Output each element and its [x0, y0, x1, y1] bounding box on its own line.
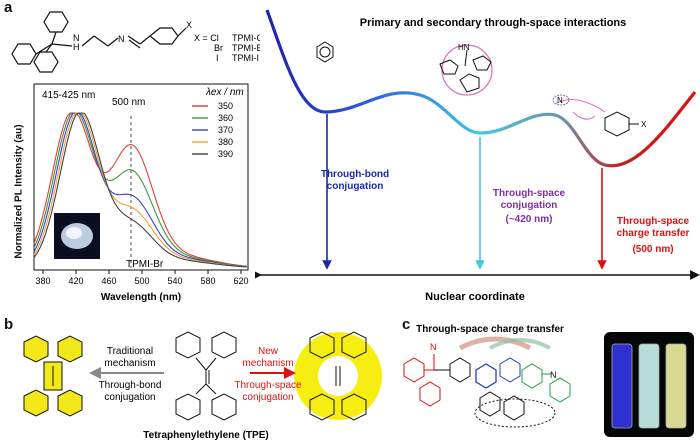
name-tpmi-i: TPMI-I	[232, 53, 259, 63]
tsct-line1: Through-space	[617, 216, 690, 227]
tsc-line3: (~420 nm)	[506, 214, 553, 225]
atom-n-imine: N	[118, 34, 125, 44]
energy-title: Primary and secondary through-space inte…	[360, 17, 627, 29]
tpe-through-bond-structure	[23, 335, 83, 417]
legend-label-390: 390	[218, 149, 233, 159]
atom-x: X	[186, 20, 192, 30]
tpe-structure	[175, 331, 237, 421]
tpe-caption: Tetraphenylethylene (TPE)	[143, 430, 268, 441]
hn-label: HN	[458, 43, 470, 52]
legend-label-360: 360	[218, 113, 233, 123]
new-line1: New	[258, 346, 279, 357]
atom-n-nitrile: N	[430, 342, 437, 352]
xtick-label-420: 420	[68, 276, 83, 286]
energy-landscape: Primary and secondary through-space inte…	[255, 9, 700, 303]
tsct-title: Through-space charge transfer	[416, 324, 564, 335]
through-bond-line2: conjugation	[104, 392, 155, 403]
x-legend-3: I	[216, 53, 219, 63]
xtick-label-620: 620	[233, 276, 248, 286]
spectrum-line-360	[33, 112, 248, 267]
x-legend-2: Br	[214, 43, 223, 53]
atom-n-amine-c: N	[550, 370, 557, 380]
spectrum-ylabel-wrap: Normalized PL Intensity (au)	[14, 98, 26, 288]
new-line2: mechanism	[242, 358, 293, 369]
legend-label-380: 380	[218, 137, 233, 147]
tbc-line1: Through-bond	[321, 169, 389, 180]
sample-label: TPMI-Br	[126, 259, 164, 270]
tbc-line2: conjugation	[327, 181, 384, 192]
spectrum-xlabel: Wavelength (nm)	[101, 292, 181, 303]
panel-b-diagram: Traditional mechanism Through-bond conju…	[23, 331, 382, 441]
peak-label: 415-425 nm	[42, 90, 95, 101]
xtick-label-540: 540	[167, 276, 182, 286]
through-bond-line1: Through-bond	[99, 380, 162, 391]
vial-1	[611, 343, 633, 429]
traditional-line1: Traditional	[107, 346, 153, 357]
shoulder-label: 500 nm	[112, 97, 145, 108]
tsc-line1: Through-space	[493, 188, 566, 199]
spectrum-line-380	[33, 112, 248, 268]
panel-a-letter: a	[4, 0, 13, 16]
pl-spectrum-chart: 380 420 460 500 540 580 620 Wavelength (nm) 41…	[33, 83, 249, 303]
panel-c-letter: c	[402, 316, 411, 333]
tpe-through-space-structure	[294, 331, 382, 421]
spectrum-line-390	[33, 112, 248, 268]
x-label: X	[641, 120, 647, 129]
legend-title: λex / nm	[205, 87, 244, 98]
charge-transfer-icon	[552, 94, 639, 137]
tsc-line2: conjugation	[501, 200, 558, 211]
tpmi-structure: H N N X X = Cl Br I TPMI-Cl TPMI-Br TPMI…	[11, 11, 260, 73]
vial-3	[665, 343, 687, 429]
spectrum-line-350	[33, 112, 248, 267]
legend-label-370: 370	[218, 125, 233, 135]
plot-frame	[33, 83, 249, 271]
donor-acceptor-structure	[403, 336, 571, 428]
nuclear-coordinate-label: Nuclear coordinate	[425, 291, 525, 303]
x-legend-1: X = Cl	[194, 33, 219, 43]
vial-2	[638, 343, 660, 429]
spectrum-line-370	[33, 112, 248, 268]
spectrum-ylabel: Normalized PL Intensity (au)	[13, 124, 25, 259]
atom-h: H	[73, 42, 80, 52]
panel-c-diagram: Through-space charge transfer N N	[403, 324, 694, 437]
panel-b-letter: b	[4, 316, 14, 333]
tsct-line2: charge transfer	[617, 228, 690, 239]
xtick-label-580: 580	[200, 276, 215, 286]
tpmi-conformer-icon	[439, 44, 493, 96]
name-tpmi-br: TPMI-Br	[232, 43, 260, 53]
xtick-label-500: 500	[134, 276, 149, 286]
through-space-line2: conjugation	[242, 392, 293, 403]
xtick-label-380: 380	[35, 276, 50, 286]
name-tpmi-cl: TPMI-Cl	[232, 33, 260, 43]
through-space-line1: Through-space	[234, 380, 302, 391]
tsct-line3: (500 nm)	[632, 244, 673, 255]
atom-n-amine: N	[73, 33, 80, 43]
xtick-label-460: 460	[101, 276, 116, 286]
legend-label-350: 350	[218, 101, 233, 111]
n-label: N	[557, 96, 563, 105]
potential-energy-curve	[265, 9, 697, 168]
benzene-icon	[316, 41, 334, 63]
traditional-line2: mechanism	[104, 358, 155, 369]
